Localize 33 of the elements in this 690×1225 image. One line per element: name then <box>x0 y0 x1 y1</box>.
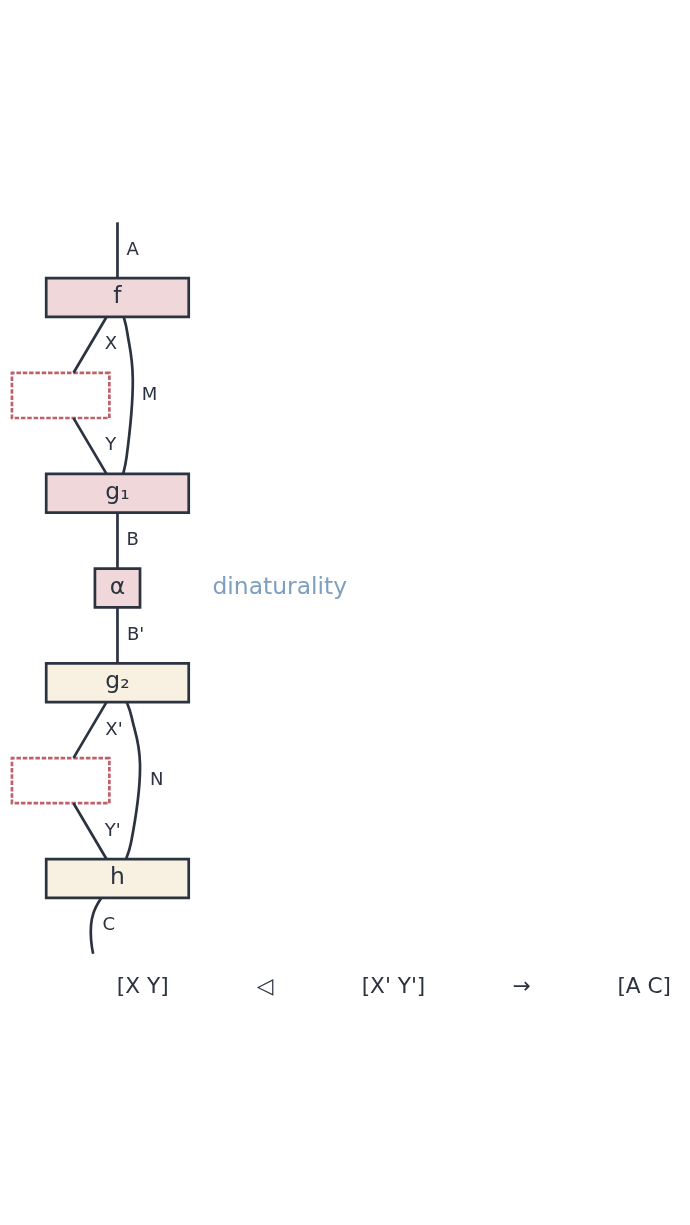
node-box: α <box>93 567 142 609</box>
edge-label: X <box>104 332 118 354</box>
label: dinaturality <box>212 571 348 600</box>
connector <box>89 897 103 954</box>
label: [X Y] <box>116 972 169 998</box>
edge-label: A <box>126 237 139 259</box>
edge-label: Y <box>105 433 117 455</box>
label: [A C] <box>617 972 672 998</box>
node-box <box>10 371 111 420</box>
connector <box>124 701 142 860</box>
edge-label: X' <box>105 717 123 739</box>
connector <box>72 417 108 475</box>
connector <box>121 316 135 475</box>
edge-label: B <box>126 528 139 550</box>
label: → <box>512 972 531 998</box>
connector <box>72 701 108 759</box>
edge-label: C <box>102 913 116 935</box>
node-box <box>10 756 111 805</box>
edge-label: B' <box>126 622 145 644</box>
label: ◁ <box>257 972 274 998</box>
node-box: f <box>44 276 191 319</box>
connector <box>72 802 108 860</box>
connector <box>116 222 119 278</box>
label: [X' Y'] <box>361 972 426 998</box>
node-box: h <box>44 857 191 900</box>
connector <box>116 607 119 664</box>
connector <box>72 316 108 374</box>
edge-label: M <box>141 382 158 404</box>
node-box: g₁ <box>44 472 191 515</box>
connector <box>116 513 119 569</box>
edge-label: N <box>149 768 164 790</box>
node-box: g₂ <box>44 662 191 704</box>
edge-label: Y' <box>104 818 121 840</box>
